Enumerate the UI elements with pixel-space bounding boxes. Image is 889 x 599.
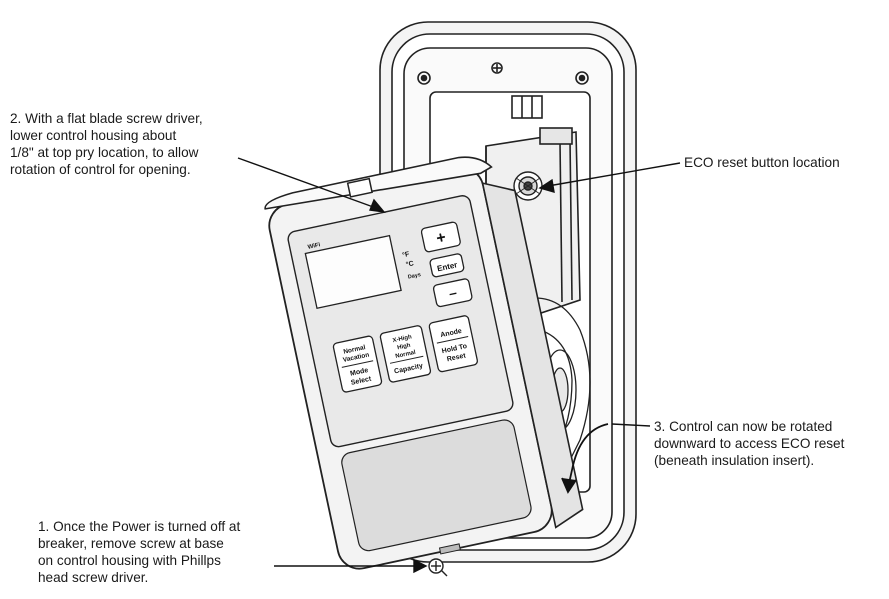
eco-reset-button	[513, 171, 543, 201]
mode-label: Mode	[350, 367, 369, 378]
display	[304, 234, 402, 310]
minus-button[interactable]: –	[432, 278, 473, 308]
unit-c: °C	[405, 259, 414, 268]
plus-label: +	[435, 229, 448, 248]
cap-opt-xhigh: X-High	[392, 334, 412, 344]
cap-opt-high: High	[397, 343, 412, 352]
cap-opt-normal: Normal	[395, 350, 417, 360]
step-2-note: 2. With a flat blade screw driver, lower…	[10, 111, 203, 177]
step-1-note: 1. Once the Power is turned off at break…	[38, 519, 241, 585]
enter-button[interactable]: Enter	[429, 253, 465, 278]
plus-button[interactable]: +	[420, 221, 461, 253]
eco-reset-note: ECO reset button location	[684, 155, 840, 170]
wifi-label: WiFi	[307, 242, 321, 251]
pry-location	[346, 177, 373, 198]
select-label: Select	[350, 375, 372, 386]
rotation-arrow	[561, 423, 609, 494]
callout-leaders	[237, 157, 681, 574]
base-screw	[428, 558, 448, 577]
mode-select-button[interactable]: Normal Vacation Mode Select	[332, 335, 383, 393]
minus-label: –	[447, 284, 458, 301]
reset-label: Reset	[446, 352, 467, 363]
mode-opt-normal: Normal	[343, 344, 367, 356]
control-housing: WiFi °F °C Days + Enter – Normal Vacatio…	[264, 156, 584, 570]
enter-label: Enter	[436, 260, 458, 273]
anode-label: Anode	[440, 328, 463, 339]
capacity-button[interactable]: X-High High Normal Capacity	[379, 325, 432, 383]
unit-f: °F	[401, 250, 410, 259]
unit-days: Days	[407, 272, 421, 281]
step-3-note: 3. Control can now be rotated downward t…	[654, 419, 845, 468]
anode-reset-button[interactable]: Anode Hold To Reset	[428, 315, 479, 373]
